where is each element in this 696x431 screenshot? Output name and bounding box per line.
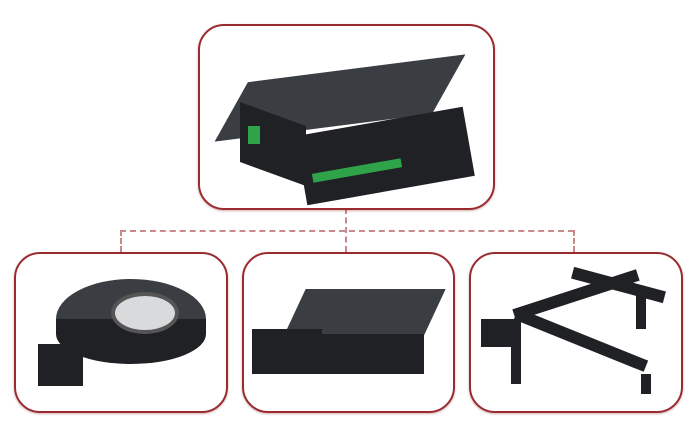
gantry-leg-2: [636, 294, 646, 329]
linear-stage-node: [242, 252, 455, 413]
connector-left: [120, 230, 122, 252]
rotary-motor: [38, 344, 83, 386]
terminal-block-side: [248, 126, 260, 144]
gantry-leg-3: [641, 374, 651, 394]
rotary-aperture: [111, 292, 179, 334]
connector-bus: [120, 230, 574, 232]
gantry-motor: [481, 319, 521, 347]
connector-right: [573, 230, 575, 252]
rotary-stage-node: [14, 252, 228, 413]
linear-motor: [252, 329, 322, 374]
linear-body: [304, 334, 424, 374]
gantry-rail-front: [513, 308, 649, 372]
gantry-leg-1: [511, 344, 521, 384]
gantry-node: [469, 252, 683, 413]
controller-node: [198, 24, 495, 210]
